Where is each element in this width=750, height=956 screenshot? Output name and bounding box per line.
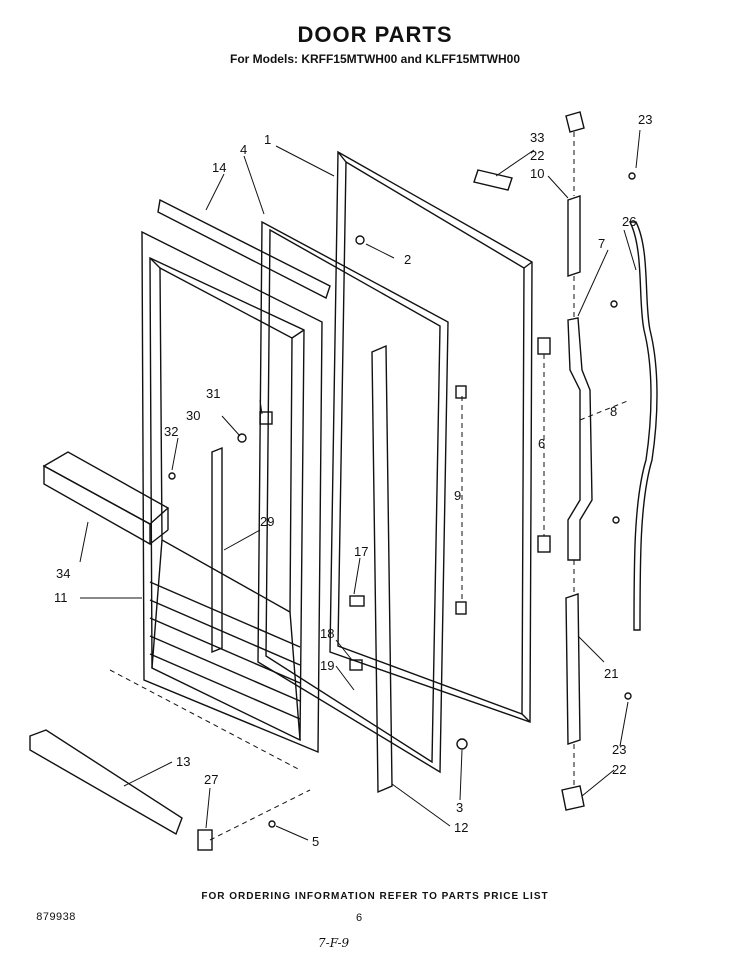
callout-17: 17 [354, 544, 368, 559]
handwritten-note: 7-F-9 [318, 936, 350, 950]
upper-hinge [567, 195, 581, 277]
callout-31: 31 [206, 386, 220, 401]
vertical-hinge-strip [371, 344, 393, 794]
top-hinge-cap [565, 111, 585, 133]
door-gasket [257, 220, 449, 774]
callout-30: 30 [186, 408, 200, 423]
callout-7: 7 [598, 236, 605, 251]
callout-3: 3 [456, 800, 463, 815]
callout-numbers: 1 2 3 4 5 6 7 8 9 10 11 12 13 14 17 18 1… [54, 112, 652, 849]
callout-23-bottom: 23 [612, 742, 626, 757]
callout-29: 29 [260, 514, 274, 529]
page-title: DOOR PARTS [297, 22, 453, 47]
callout-26: 26 [622, 214, 636, 229]
callout-12: 12 [454, 820, 468, 835]
screw-hardware [168, 169, 636, 851]
lower-hinge-bar [565, 593, 581, 745]
callout-34: 34 [56, 566, 70, 581]
callout-9: 9 [454, 488, 461, 503]
ordering-note: FOR ORDERING INFORMATION REFER TO PARTS … [201, 891, 549, 902]
door-handle [567, 317, 593, 561]
callout-13: 13 [176, 754, 190, 769]
callout-21: 21 [604, 666, 618, 681]
callout-22-top: 22 [530, 148, 544, 163]
top-trim-strip [157, 198, 331, 299]
callout-leaders [79, 129, 641, 841]
callout-2: 2 [404, 252, 411, 267]
callout-19: 19 [320, 658, 334, 673]
callout-27: 27 [204, 772, 218, 787]
lower-hinge-cap [561, 785, 585, 811]
callout-23-top: 23 [638, 112, 652, 127]
breaker-strip [211, 446, 223, 654]
callout-1: 1 [264, 132, 271, 147]
callout-10: 10 [530, 166, 544, 181]
callout-14: 14 [212, 160, 226, 175]
callout-33: 33 [530, 130, 544, 145]
bottom-kick-plate [29, 729, 183, 836]
callout-6: 6 [538, 436, 545, 451]
callout-11: 11 [54, 590, 68, 605]
door-shelf-bar [42, 451, 170, 546]
callout-8: 8 [610, 404, 617, 419]
outer-door-panel [329, 150, 533, 723]
models-subtitle: For Models: KRFF15MTWH00 and KLFF15MTWH0… [229, 52, 520, 66]
document-number: 879938 [36, 912, 76, 924]
inner-door-liner [141, 230, 323, 754]
alignment-lines [109, 132, 631, 841]
callout-18: 18 [320, 626, 334, 641]
callout-32: 32 [164, 424, 178, 439]
callout-4: 4 [240, 142, 247, 157]
callout-22-bottom: 22 [612, 762, 626, 777]
page-number: 6 [356, 912, 363, 924]
handle-trim [628, 221, 658, 631]
callout-5: 5 [312, 834, 319, 849]
